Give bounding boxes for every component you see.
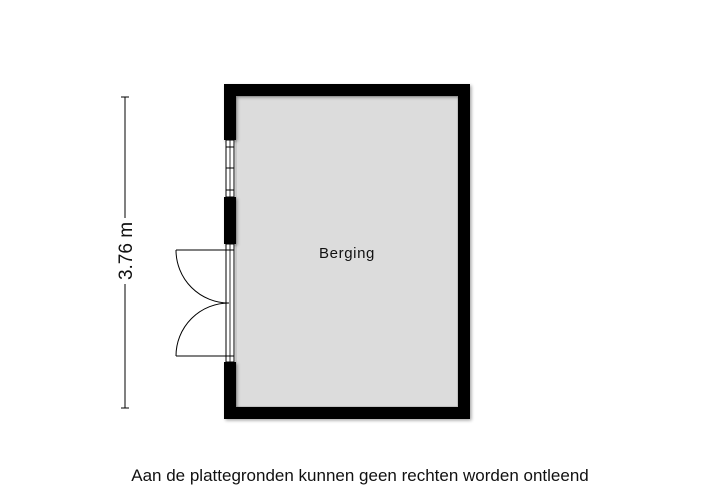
wall-bottom	[224, 407, 470, 419]
door-swing-upper	[175, 249, 230, 304]
door-swing-lower	[175, 302, 230, 357]
wall-right	[458, 84, 470, 419]
room-floor	[236, 96, 458, 407]
walls	[224, 84, 470, 419]
dimension-vertical: 3.76 m	[116, 96, 137, 409]
room-label: Berging	[319, 245, 375, 262]
wall-left-bottom	[224, 362, 236, 419]
wall-left-top	[224, 84, 236, 140]
window	[225, 139, 235, 198]
wall-top	[224, 84, 470, 96]
dimension-label: 3.76 m	[116, 222, 137, 280]
disclaimer-text: Aan de plattegronden kunnen geen rechten…	[131, 466, 589, 485]
wall-left-middle	[224, 197, 236, 244]
double-door	[175, 243, 235, 363]
